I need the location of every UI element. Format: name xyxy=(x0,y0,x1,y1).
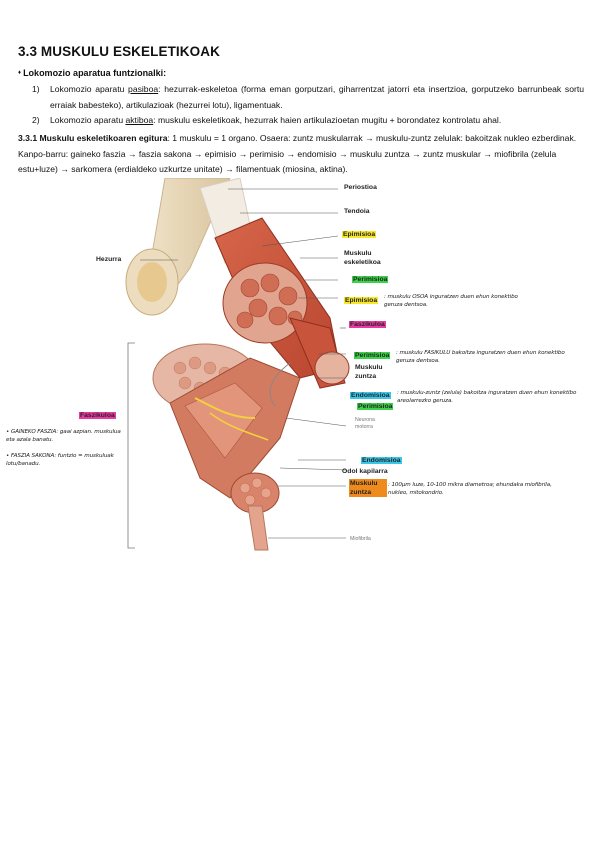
note-muskulu-zuntza: : 100µm luze, 10-100 mikra diametroa; eh… xyxy=(388,481,563,497)
list-number: 1) xyxy=(32,82,40,98)
list-item: 2) Lokomozio aparatu aktiboa: muskulu es… xyxy=(32,113,584,129)
bone-marrow xyxy=(137,262,167,302)
note-gaineko-faszia: • GAINEKO FASZIA: gaai azpian. muskulua … xyxy=(6,428,126,444)
label-neurona-motorra: Neurona motorra xyxy=(355,417,391,431)
key-term: aktiboa xyxy=(125,115,153,125)
intro-line: ♦Lokomozio aparatua funtzionalki: xyxy=(18,68,166,78)
label-faszikuloa: Faszikuloa xyxy=(349,321,386,328)
label-muskulu-zuntza-2: Muskulu zuntza xyxy=(349,479,387,497)
label-perimisioa: Perimisioa xyxy=(352,276,388,283)
label-perimisioa-2: Perimisioa xyxy=(354,352,390,359)
section-paragraph: 3.3.1 Muskulu eskeletikoaren egitura: 1 … xyxy=(18,131,584,178)
list-text: Lokomozio aparatu pasiboa: hezurrak-eske… xyxy=(50,82,584,113)
label-odol-kapilarra: Odol kapilarra xyxy=(342,468,388,475)
label-tendoia: Tendoia xyxy=(344,208,370,215)
note-endomisio: : muskulu-zuntz (zelula) bakoitza ingura… xyxy=(397,389,587,405)
label-miofibrila: Miofibrila xyxy=(350,536,371,542)
page-heading: 3.3 MUSKULU ESKELETIKOAK xyxy=(18,44,220,59)
label-endomisioa: Endomisioa xyxy=(350,392,391,399)
muscle-anatomy-figure xyxy=(0,178,600,558)
note-perimisio: : muskulu FASIKULU bakoitza inguratzen d… xyxy=(396,349,571,365)
list-number: 2) xyxy=(32,113,40,129)
label-epimisioa: Epimisioa xyxy=(342,231,376,238)
list-text: Lokomozio aparatu aktiboa: muskulu eskel… xyxy=(50,113,584,129)
label-hezurra: Hezurra xyxy=(96,256,121,263)
label-muskulu-eskeletikoa: Muskulu eskeletikoa xyxy=(344,249,404,267)
key-term: pasiboa xyxy=(128,84,158,94)
label-faszikuloa-2: Faszikuloa xyxy=(79,412,116,419)
intro-text: Lokomozio aparatua funtzionalki: xyxy=(23,68,166,78)
label-perimisioa-3: Perimisioa xyxy=(357,403,393,410)
note-faszia-sakona: • FASZIA SAKONA: funtzio = muskuluak lot… xyxy=(6,452,126,468)
bullet-icon: ♦ xyxy=(18,70,21,76)
section-title: 3.3.1 Muskulu eskeletikoaren egitura xyxy=(18,133,168,143)
label-epimisioa-2: Epimisioa xyxy=(344,297,378,304)
label-endomisioa-2: Endomisioa xyxy=(361,457,402,464)
note-epimisio: : muskulu OSOA inguratzen duen ehun kone… xyxy=(384,293,534,309)
bracket-line xyxy=(128,343,135,548)
myofibril-shape xyxy=(248,506,268,550)
list-item: 1) Lokomozio aparatu pasiboa: hezurrak-e… xyxy=(32,82,584,114)
label-periostioa: Periostioa xyxy=(344,184,377,191)
label-muskulu-zuntza: Muskulu zuntza xyxy=(355,363,397,381)
fascicle-end xyxy=(315,352,349,384)
